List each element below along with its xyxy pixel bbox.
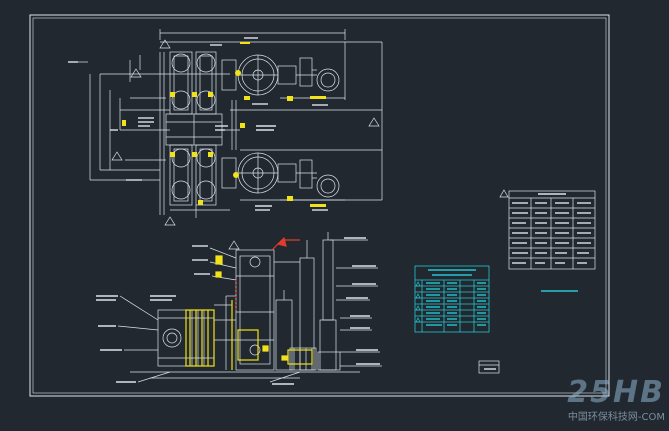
- equipment-data-table: [508, 190, 596, 270]
- elevation-view: [117, 232, 382, 383]
- plan-view: [76, 29, 383, 218]
- watermark-caption: 中国环保科技网-COM: [567, 412, 665, 423]
- plan-view-warning-triangles: [111, 39, 380, 226]
- elevation-red-leader: [235, 236, 300, 310]
- site-watermark: 25HB 中国环保科技网-COM: [519, 376, 665, 426]
- elevation-warning-triangles: [228, 240, 240, 250]
- cyan-table-triangles: [415, 281, 421, 323]
- piping-interface-connections-table: [414, 265, 490, 333]
- drawing-border-outer: [29, 14, 610, 397]
- equipment-table-triangle: [499, 189, 509, 198]
- plan-view-annotations: [68, 37, 328, 211]
- elevation-annotations: [96, 237, 380, 385]
- plan-view-highlights: [122, 42, 326, 207]
- watermark-logo: 25HB: [567, 375, 665, 410]
- drawing-border-inner: [32, 17, 607, 394]
- cyan-table-text: [426, 269, 486, 326]
- equipment-table-text: [512, 193, 591, 264]
- title-block: [478, 360, 500, 374]
- elevation-highlights: [185, 255, 313, 370]
